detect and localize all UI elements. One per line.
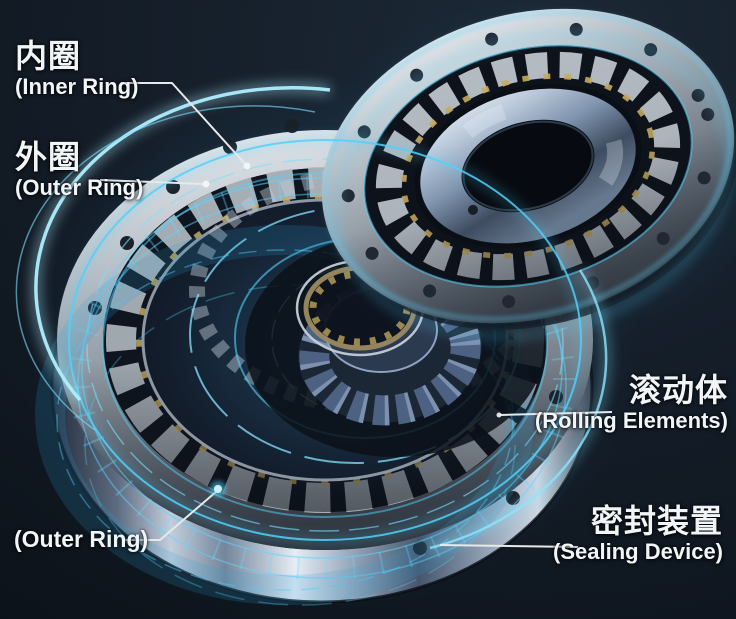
label-rolling-elements-zh: 滚动体 xyxy=(628,372,728,408)
hologram-rim-arcs xyxy=(15,82,611,552)
label-rolling-elements: 滚动体 (Rolling Elements) xyxy=(534,372,728,433)
leader-endpoint-dots xyxy=(202,162,502,497)
label-inner-ring-en: (Inner Ring) xyxy=(15,73,139,99)
label-sealing-device-en: (Sealing Device) xyxy=(553,538,723,564)
leader-inner-ring xyxy=(125,82,248,167)
label-sealing-device-zh: 密封装置 xyxy=(590,503,723,539)
label-outer-ring-bottom: (Outer Ring) xyxy=(14,526,148,551)
leader-rolling-elements xyxy=(499,411,613,416)
leader-sealing-device xyxy=(439,544,579,548)
label-outer-ring-bottom-en: (Outer Ring) xyxy=(14,526,149,552)
label-outer-ring-top-en: (Outer Ring) xyxy=(15,174,144,200)
leader-outer-ring-top xyxy=(99,179,205,185)
inner-ring-bearing xyxy=(321,8,736,340)
inner-ring-race xyxy=(420,88,636,244)
label-inner-ring: 内圈 (Inner Ring) xyxy=(15,38,139,99)
label-rolling-elements-en: (Rolling Elements) xyxy=(534,407,728,433)
label-outer-ring-top-zh: 外圈 xyxy=(15,139,82,175)
cone-rollers xyxy=(299,278,481,426)
leader-outer-ring-bottom xyxy=(125,490,218,541)
label-sealing-device: 密封装置 (Sealing Device) xyxy=(553,503,723,564)
leader-lines xyxy=(99,82,613,548)
label-outer-ring-top: 外圈 (Outer Ring) xyxy=(15,139,144,200)
label-inner-ring-zh: 内圈 xyxy=(15,38,82,74)
